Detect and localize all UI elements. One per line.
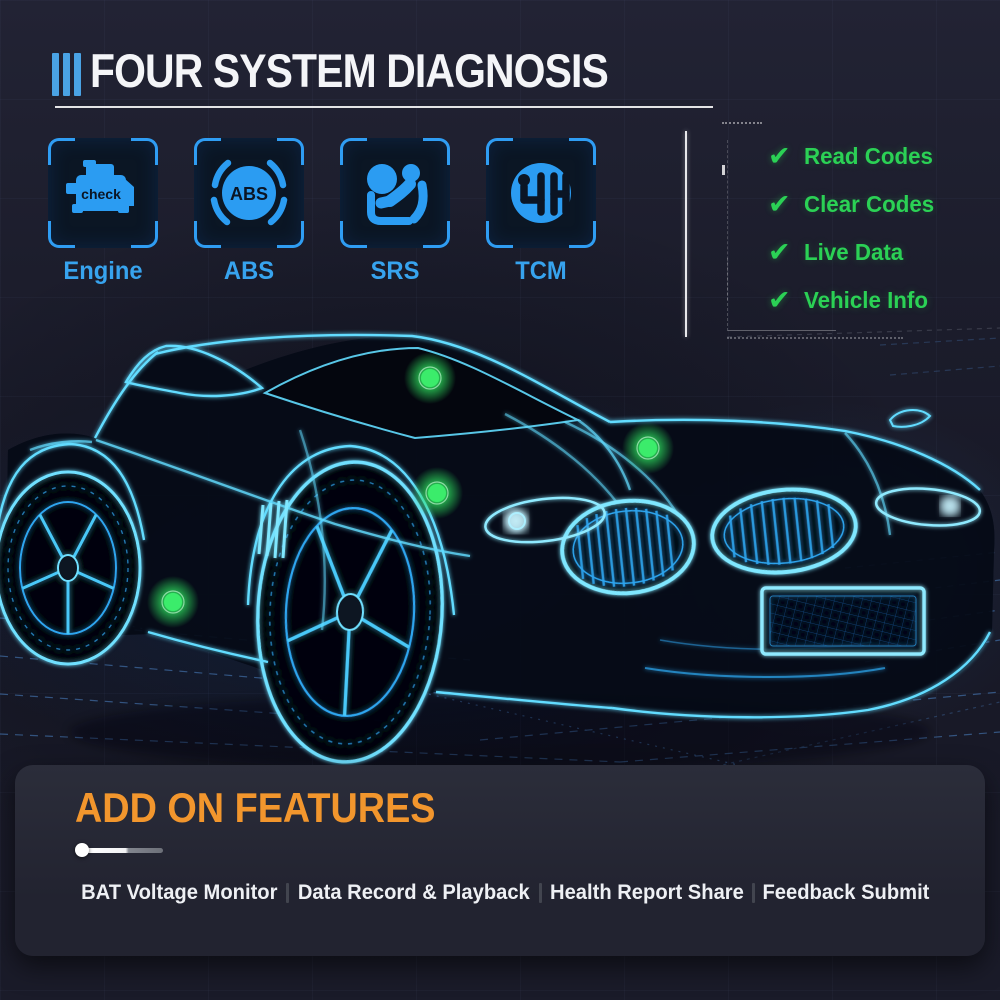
front-wheel xyxy=(256,460,444,764)
headlight-right xyxy=(874,487,982,527)
system-card-abs: ABS ABS xyxy=(194,138,304,286)
feature-label: Data Record & Playback xyxy=(297,881,530,904)
feature-label: Health Report Share xyxy=(549,881,744,904)
title-underline xyxy=(55,106,713,108)
function-item: ✔ Clear Codes xyxy=(768,191,938,218)
transmission-shift-icon xyxy=(511,163,571,223)
headlight-left xyxy=(484,496,606,544)
function-item: ✔ Live Data xyxy=(768,239,906,266)
diagnostic-point-marker xyxy=(147,576,199,628)
kidney-grille-right xyxy=(710,487,858,575)
rear-wheel xyxy=(0,470,142,666)
function-label: Read Codes xyxy=(803,143,933,169)
feature-divider xyxy=(285,883,289,903)
blueprint-line xyxy=(727,337,903,339)
feature-divider xyxy=(538,883,542,903)
abs-brake-icon: ABS xyxy=(210,159,288,226)
slider-knob xyxy=(75,843,89,857)
progress-slider xyxy=(75,843,177,857)
function-label: Clear Codes xyxy=(803,191,934,217)
checkmark-icon: ✔ xyxy=(768,189,791,219)
checkmark-icon: ✔ xyxy=(768,285,791,315)
check-engine-icon: check xyxy=(66,160,134,213)
diagnostic-point-marker xyxy=(411,467,463,519)
page-title: FOUR SYSTEM DIAGNOSIS xyxy=(90,44,609,97)
system-card-srs: SRS xyxy=(340,138,450,286)
corner-frame: ABS xyxy=(194,138,304,248)
feature-label: BAT Voltage Monitor xyxy=(81,881,278,904)
blueprint-line xyxy=(727,140,728,300)
system-label: Engine xyxy=(63,257,143,285)
addon-title: ADD ON FEATURES xyxy=(75,784,436,831)
checkmark-icon: ✔ xyxy=(768,141,791,171)
diagnostic-point-marker xyxy=(622,422,674,474)
wireframe-car-illustration xyxy=(0,327,1000,770)
title-bars-icon xyxy=(52,53,81,96)
abs-icon-text: ABS xyxy=(230,184,268,204)
system-label: ABS xyxy=(223,257,275,285)
function-label: Vehicle Info xyxy=(803,287,928,313)
system-card-engine: check Engine xyxy=(48,138,158,286)
system-label: SRS xyxy=(370,257,420,285)
system-label: TCM xyxy=(515,257,567,285)
blueprint-tick xyxy=(722,165,725,175)
blueprint-ticks xyxy=(722,122,762,124)
corner-frame: check xyxy=(48,138,158,248)
feature-label: Feedback Submit xyxy=(762,881,930,904)
system-card-tcm: TCM xyxy=(486,138,596,286)
checkmark-icon: ✔ xyxy=(768,237,791,267)
car-contours xyxy=(0,333,992,719)
corner-frame xyxy=(486,138,596,248)
slider-track xyxy=(85,848,163,853)
feature-divider xyxy=(751,883,755,903)
addon-features-panel: ADD ON FEATURES BAT Voltage Monitor Data… xyxy=(15,765,985,956)
airbag-srs-icon xyxy=(367,164,428,225)
license-plate xyxy=(760,586,926,656)
function-item: ✔ Read Codes xyxy=(768,143,937,170)
blueprint-corner xyxy=(727,258,836,331)
addon-feature-list: BAT Voltage Monitor Data Record & Playba… xyxy=(77,881,933,905)
vertical-divider xyxy=(685,131,687,337)
engine-icon-text: check xyxy=(81,186,121,202)
function-item: ✔ Vehicle Info xyxy=(768,287,931,314)
function-label: Live Data xyxy=(803,239,903,265)
car-body-surface xyxy=(6,335,995,719)
diagnostic-point-marker xyxy=(404,352,456,404)
corner-frame xyxy=(340,138,450,248)
